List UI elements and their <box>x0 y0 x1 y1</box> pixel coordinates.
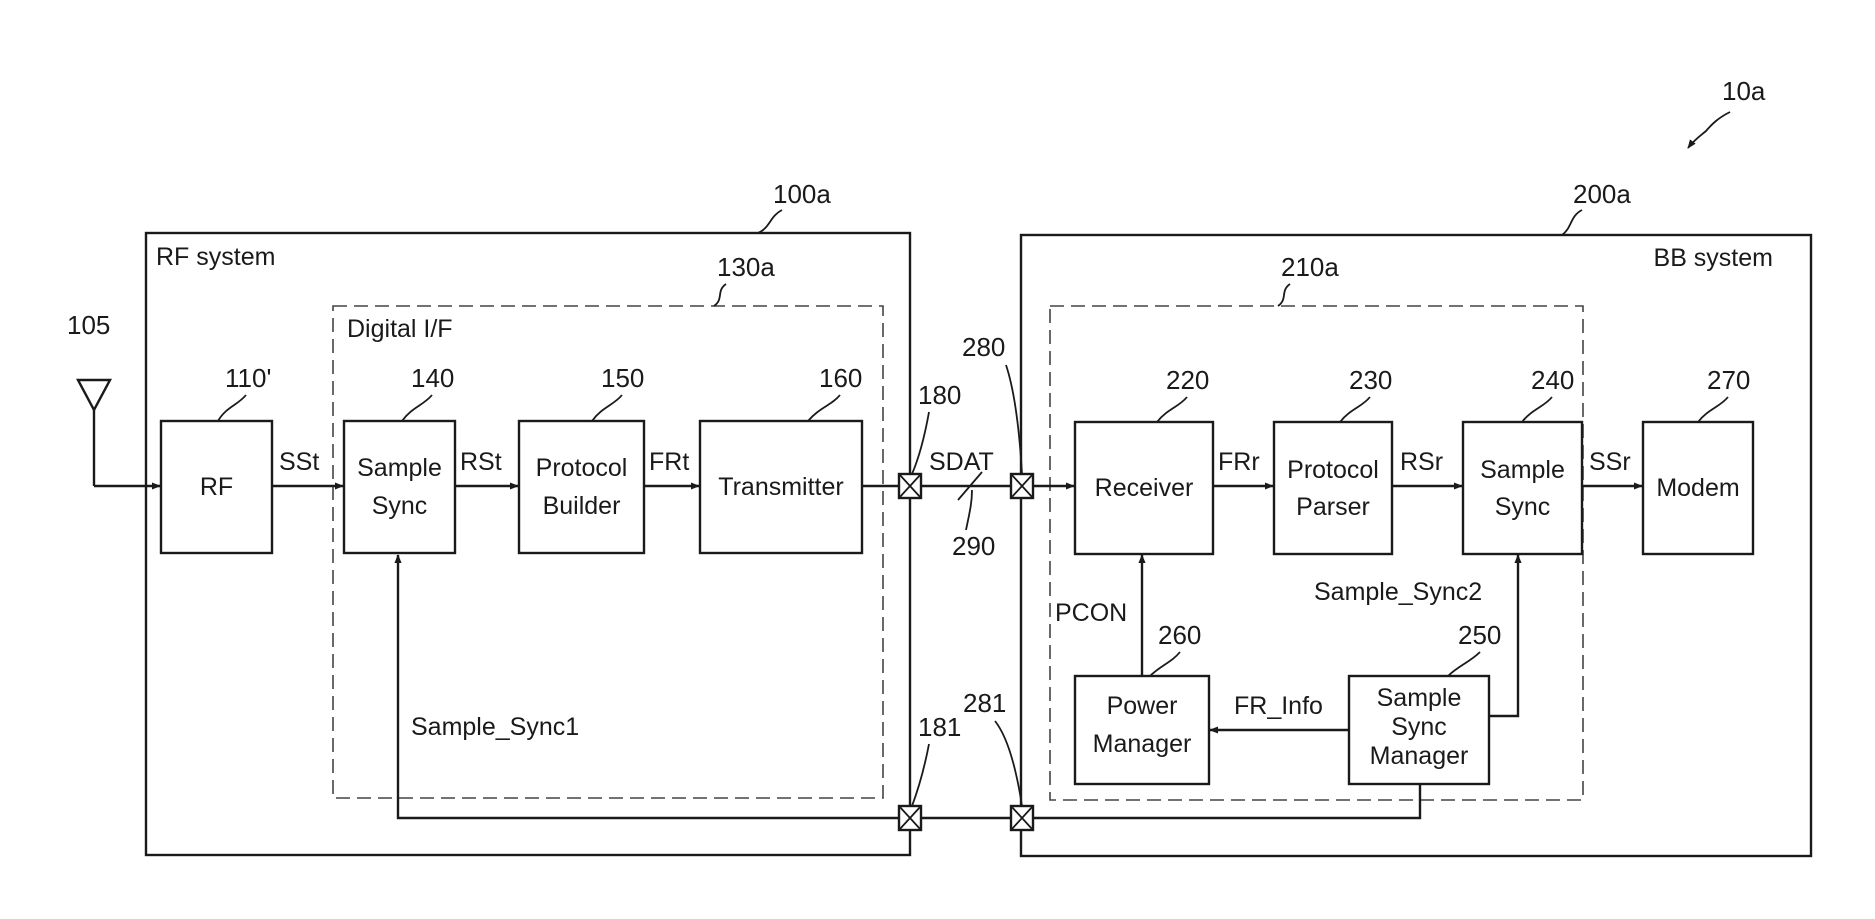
protocol-parser-label-1: Protocol <box>1287 456 1379 484</box>
rf-block-label: RF <box>200 473 233 501</box>
rf-digital-if-label: Digital I/F <box>347 315 453 343</box>
rf-block-ref: 110' <box>225 363 271 393</box>
modem-label: Modem <box>1656 474 1739 502</box>
rf-system-ref-leader <box>758 210 782 233</box>
port-181-connector <box>899 806 921 830</box>
protocol-builder-block <box>519 421 644 553</box>
transmitter-ref: 160 <box>819 363 862 393</box>
tx-sample-sync-ref-leader <box>402 395 432 421</box>
port-281-connector <box>1011 806 1033 830</box>
modem-ref: 270 <box>1707 365 1750 395</box>
protocol-parser-block <box>1274 422 1392 554</box>
tx-sample-sync-ref: 140 <box>411 363 454 393</box>
power-manager-ref: 260 <box>1158 620 1201 650</box>
rx-sample-sync-label-1: Sample <box>1480 456 1565 484</box>
frr-signal-label: FRr <box>1218 448 1260 476</box>
protocol-builder-ref: 150 <box>601 363 644 393</box>
protocol-parser-label-2: Parser <box>1296 493 1370 521</box>
sample-sync1-signal-label: Sample_Sync1 <box>411 713 579 741</box>
port-281-ref: 281 <box>963 688 1006 718</box>
port-280-ref: 280 <box>962 332 1005 362</box>
protocol-parser-ref: 230 <box>1349 365 1392 395</box>
rf-digital-if-ref-leader <box>714 284 726 306</box>
power-manager-label-2: Manager <box>1093 730 1192 758</box>
bus-ref: 290 <box>952 531 995 561</box>
power-manager-label-1: Power <box>1107 692 1178 720</box>
pcon-signal-label: PCON <box>1055 599 1127 627</box>
port-281-ref-leader <box>995 721 1022 806</box>
sample-sync-manager-label-3: Manager <box>1370 742 1469 770</box>
bb-system-ref: 200a <box>1573 179 1631 209</box>
transmitter-ref-leader <box>808 395 840 421</box>
port-180-ref: 180 <box>918 380 961 410</box>
port-180-ref-leader <box>912 412 929 474</box>
protocol-builder-label-1: Protocol <box>536 454 628 482</box>
sdat-signal-label: SDAT <box>929 448 994 476</box>
bb-digital-if-ref: 210a <box>1281 252 1339 282</box>
rx-sample-sync-ref: 240 <box>1531 365 1574 395</box>
port-181-ref-leader <box>912 744 929 806</box>
rx-sample-sync-ref-leader <box>1522 397 1552 422</box>
protocol-builder-label-2: Builder <box>543 492 621 520</box>
bb-digital-if-ref-leader <box>1278 284 1290 306</box>
power-manager-ref-leader <box>1150 652 1180 676</box>
figure-ref: 10a <box>1722 76 1766 106</box>
ssr-signal-label: SSr <box>1589 448 1631 476</box>
protocol-builder-ref-leader <box>592 395 622 421</box>
receiver-ref-leader <box>1157 397 1187 422</box>
rst-signal-label: RSt <box>460 448 502 476</box>
receiver-label: Receiver <box>1095 474 1194 502</box>
rf-system-label: RF system <box>156 243 275 271</box>
protocol-parser-ref-leader <box>1340 397 1370 422</box>
sst-signal-label: SSt <box>279 448 319 476</box>
port-180-connector <box>899 474 921 498</box>
rsr-signal-label: RSr <box>1400 448 1443 476</box>
modem-ref-leader <box>1698 397 1728 422</box>
antenna-icon <box>78 380 110 486</box>
figure-ref-leader <box>1688 112 1730 148</box>
bb-system-label: BB system <box>1654 244 1773 272</box>
sample-sync-manager-ref-leader <box>1448 652 1480 676</box>
tx-sample-sync-label-2: Sync <box>372 492 428 520</box>
tx-sample-sync-block <box>344 421 455 553</box>
rx-sample-sync-block <box>1463 422 1582 554</box>
antenna-ref: 105 <box>67 310 110 340</box>
bb-system-ref-leader <box>1562 210 1582 235</box>
port-280-ref-leader <box>1006 365 1022 474</box>
sample-sync-manager-ref: 250 <box>1458 620 1501 650</box>
port-280-connector <box>1011 474 1033 498</box>
rx-sample-sync-label-2: Sync <box>1495 493 1551 521</box>
rf-block-ref-leader <box>218 395 246 421</box>
tx-sample-sync-label-1: Sample <box>357 454 442 482</box>
receiver-ref: 220 <box>1166 365 1209 395</box>
sample-sync2-signal-label: Sample_Sync2 <box>1314 578 1482 606</box>
bus-ref-leader <box>966 490 972 530</box>
transmitter-label: Transmitter <box>718 473 843 501</box>
fr-info-signal-label: FR_Info <box>1234 692 1323 720</box>
port-181-ref: 181 <box>918 712 961 742</box>
sample-sync-manager-label-1: Sample <box>1377 684 1462 712</box>
sample-sync-manager-label-2: Sync <box>1391 713 1447 741</box>
frt-signal-label: FRt <box>649 448 689 476</box>
rf-digital-if-ref: 130a <box>717 252 775 282</box>
rf-system-ref: 100a <box>773 179 831 209</box>
